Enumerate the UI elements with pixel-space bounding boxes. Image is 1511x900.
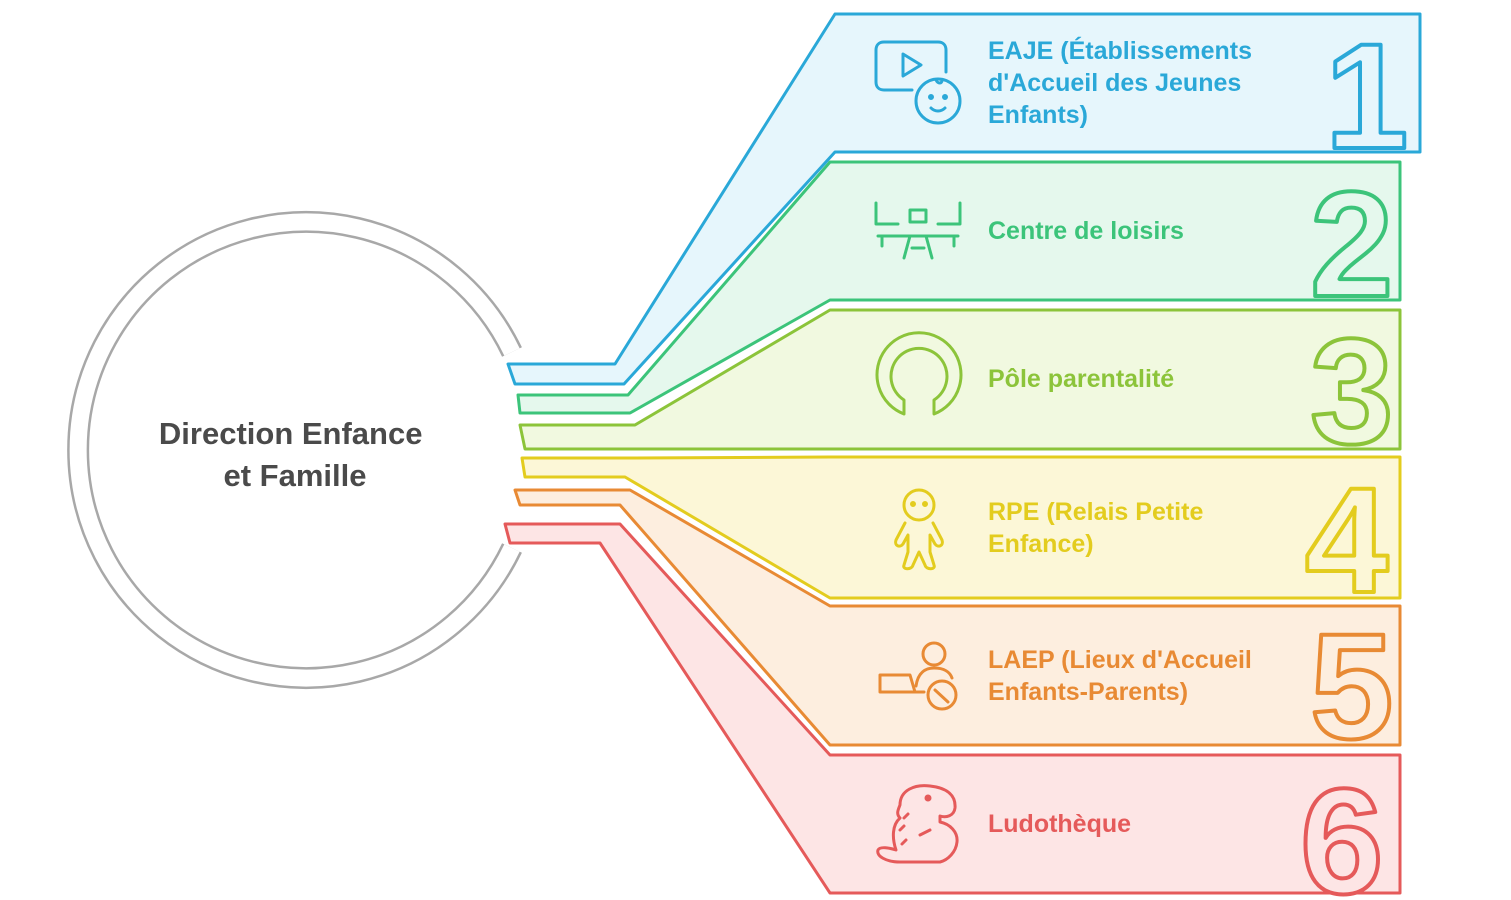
branch-1[interactable]: 1 EAJE (Établissements d'Accueil des Jeu… <box>506 10 1422 386</box>
branch-5-shape <box>513 488 1402 747</box>
branch-6[interactable]: 6 Ludothèque <box>503 522 1402 900</box>
branch-6-number: 6 <box>1300 757 1383 900</box>
branch-4-shape <box>520 455 1402 600</box>
hub-title-line2: et Famille <box>224 458 367 493</box>
branch-2-label: Centre de loisirs <box>988 217 1184 245</box>
branch-1-shape <box>506 12 1422 386</box>
circle-arch-icon <box>875 331 963 416</box>
parent-baby-icon <box>878 641 958 711</box>
branch-6-label: Ludothèque <box>988 810 1131 838</box>
branch-6-shape <box>503 522 1402 895</box>
branch-5[interactable]: 5 LAEP (Lieux d'Accueil Enfants-Parents) <box>513 488 1402 772</box>
branch-2-shape <box>516 160 1402 415</box>
baby-video-icon <box>874 40 962 125</box>
hub-node: Direction Enfance et Famille <box>67 211 522 689</box>
branch-5-number: 5 <box>1310 602 1393 770</box>
branch-4-number: 4 <box>1305 456 1388 624</box>
branch-3-label: Pôle parentalité <box>988 365 1174 393</box>
branch-1-number: 1 <box>1325 12 1408 180</box>
branch-3-number: 3 <box>1310 307 1393 475</box>
branches: 6 Ludothèque 5 L <box>503 10 1422 900</box>
branch-4-label: RPE (Relais Petite Enfance) <box>988 498 1210 558</box>
branch-1-label: EAJE (Établissements d'Accueil des Jeune… <box>988 36 1259 129</box>
child-icon <box>894 488 944 571</box>
dinosaur-icon <box>876 784 959 864</box>
hub-title-line1: Direction Enfance <box>159 416 423 451</box>
hub-ring-inner <box>69 213 520 687</box>
branch-5-label: LAEP (Lieux d'Accueil Enfants-Parents) <box>988 646 1259 706</box>
hub-title: Direction Enfance et Famille <box>159 416 431 493</box>
seesaw-icon <box>874 201 962 260</box>
branch-4[interactable]: 4 RPE (Relais Petite Enfance) <box>520 454 1402 626</box>
branch-2-number: 2 <box>1310 160 1393 328</box>
branch-2[interactable]: 2 Centre de loisirs <box>516 158 1402 415</box>
branch-3[interactable]: 3 Pôle parentalité <box>518 305 1402 477</box>
